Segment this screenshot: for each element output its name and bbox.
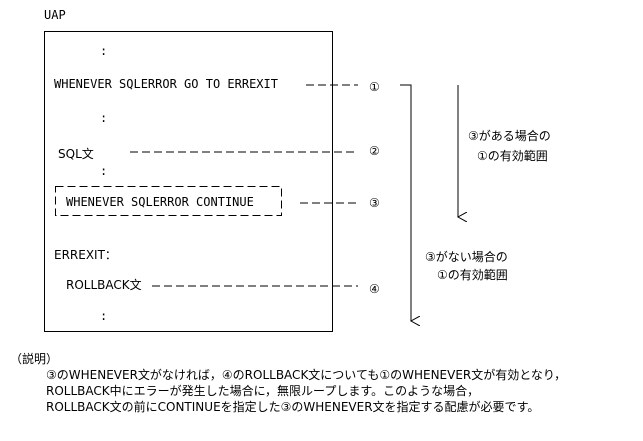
label-errexit: ERREXIT： — [54, 248, 117, 262]
scope-label-with-3-line1: ③がある場合の — [468, 128, 551, 143]
explanation-line: ROLLBACK中にエラーが発生した場合に，無限ループします。このような場合， — [46, 384, 480, 398]
ellipsis-colon-bottom: : — [100, 309, 107, 323]
statement-whenever-continue: WHENEVER SQLERROR CONTINUE — [66, 195, 254, 209]
explanation-line: ROLLBACK文の前にCONTINUEを指定した③のWHENEVER文を指定す… — [46, 400, 540, 414]
continue-highlight-box — [55, 186, 282, 216]
scope-label-with-3-line2: ①の有効範囲 — [477, 148, 548, 163]
statement-sql: SQL文 — [58, 146, 94, 161]
marker-2: ② — [369, 144, 380, 158]
statement-whenever-goto: WHENEVER SQLERROR GO TO ERREXIT — [54, 77, 278, 91]
scope-label-without-3-line1: ③がない場合の — [425, 249, 508, 264]
statement-rollback: ROLLBACK文 — [66, 277, 142, 292]
explanation-line: ③のWHENEVER文がなければ，④のROLLBACK文についても①のWHENE… — [46, 368, 567, 382]
explanation-block: （説明） ③のWHENEVER文がなければ，④のROLLBACK文についても①の… — [10, 351, 635, 415]
marker-1: ① — [369, 80, 380, 94]
ellipsis-colon-3: : — [100, 164, 107, 178]
scope-arrow-without-3 — [400, 84, 411, 321]
uap-label: UAP — [44, 8, 66, 22]
scope-label-without-3-line2: ①の有効範囲 — [437, 267, 508, 282]
marker-4: ④ — [369, 282, 380, 296]
ellipsis-colon-2: : — [100, 111, 107, 125]
ellipsis-colon-top: : — [100, 44, 107, 58]
marker-3: ③ — [369, 196, 380, 210]
uap-program-box — [44, 31, 333, 332]
explanation-heading: （説明） — [10, 352, 59, 366]
